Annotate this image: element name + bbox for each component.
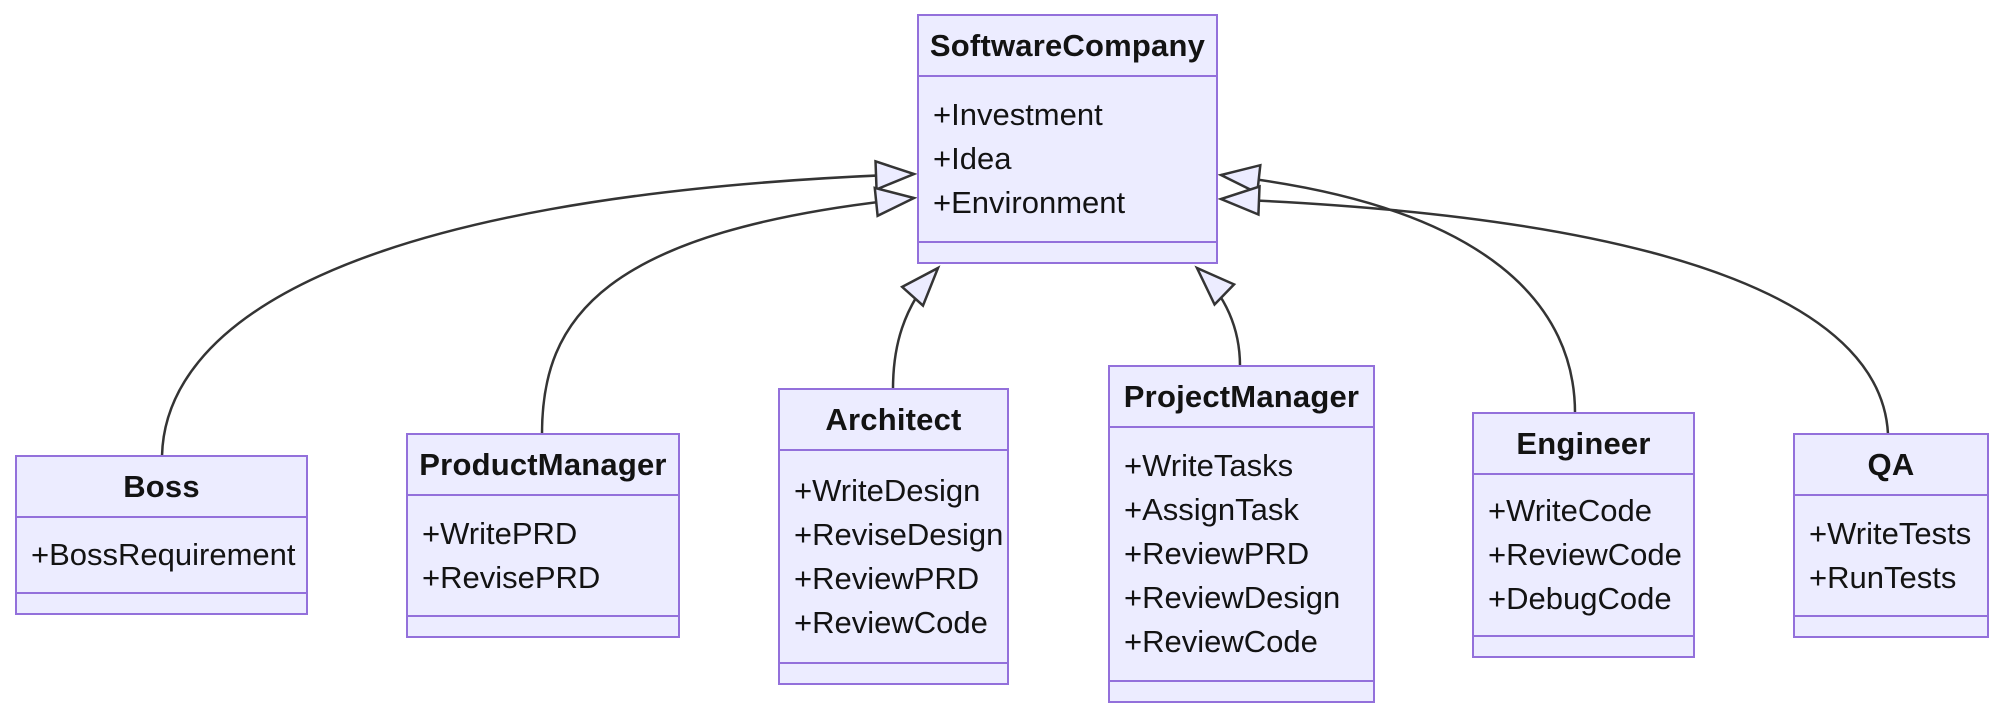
class-box-engineer: Engineer +WriteCode +ReviewCode +DebugCo… (1472, 412, 1695, 658)
class-title: Boss (17, 457, 306, 518)
class-methods-section-empty (1474, 635, 1693, 656)
class-member: +ReviewCode (1488, 537, 1682, 572)
class-members: +WritePRD +RevisePRD (408, 496, 678, 615)
class-box-projectmanager: ProjectManager +WriteTasks +AssignTask +… (1108, 365, 1375, 703)
class-member: +RevisePRD (422, 559, 601, 595)
class-title: Engineer (1474, 414, 1693, 475)
edge-boss-to-softwarecompany (160, 159, 918, 457)
class-box-boss: Boss +BossRequirement (15, 455, 308, 615)
class-box-softwarecompany: SoftwareCompany +Investment +Idea +Envir… (917, 14, 1218, 264)
class-members: +WriteTests +RunTests (1795, 496, 1987, 615)
class-members: +WriteDesign +ReviseDesign +ReviewPRD +R… (780, 451, 1007, 662)
class-methods-section-empty (1795, 615, 1987, 636)
class-methods-section-empty (919, 241, 1216, 262)
class-title: Architect (780, 390, 1007, 451)
class-box-qa: QA +WriteTests +RunTests (1793, 433, 1989, 638)
class-member: +ReviewCode (794, 604, 988, 640)
class-methods-section-empty (408, 615, 678, 636)
class-members: +WriteCode +ReviewCode +DebugCode (1474, 475, 1693, 635)
class-member: +ReviseDesign (794, 516, 1004, 552)
class-methods-section-empty (1110, 680, 1373, 701)
class-members: +WriteTasks +AssignTask +ReviewPRD +Revi… (1110, 428, 1373, 680)
class-title: SoftwareCompany (919, 16, 1216, 77)
class-member: +WriteCode (1488, 493, 1652, 528)
class-box-architect: Architect +WriteDesign +ReviseDesign +Re… (778, 388, 1009, 685)
class-member: +ReviewPRD (794, 560, 980, 596)
class-methods-section-empty (17, 592, 306, 613)
class-member: +RunTests (1809, 559, 1957, 595)
class-member: +ReviewPRD (1124, 536, 1310, 571)
class-members: +BossRequirement (17, 518, 306, 592)
class-title: QA (1795, 435, 1987, 496)
class-member: +Idea (933, 141, 1012, 176)
class-members: +Investment +Idea +Environment (919, 77, 1216, 241)
class-member: +ReviewDesign (1124, 580, 1341, 615)
class-member: +Environment (933, 185, 1126, 220)
class-methods-section-empty (780, 662, 1007, 683)
class-member: +WriteTasks (1124, 448, 1294, 483)
edge-engineer-to-softwarecompany (1217, 163, 1577, 414)
class-member: +WritePRD (422, 515, 578, 551)
class-box-productmanager: ProductManager +WritePRD +RevisePRD (406, 433, 680, 638)
edge-architect-to-softwarecompany (891, 265, 941, 390)
class-title: ProductManager (408, 435, 678, 496)
class-member: +BossRequirement (31, 537, 296, 572)
class-member: +WriteTests (1809, 515, 1972, 551)
class-title: ProjectManager (1110, 367, 1373, 428)
class-member: +AssignTask (1124, 492, 1299, 527)
edge-projectmanager-to-softwarecompany (1194, 265, 1242, 367)
class-member: +ReviewCode (1124, 624, 1318, 659)
class-member: +Investment (933, 97, 1103, 132)
edge-qa-to-softwarecompany (1217, 184, 1890, 435)
class-member: +DebugCode (1488, 581, 1672, 616)
edge-productmanager-to-softwarecompany (540, 186, 918, 435)
class-member: +WriteDesign (794, 472, 981, 508)
